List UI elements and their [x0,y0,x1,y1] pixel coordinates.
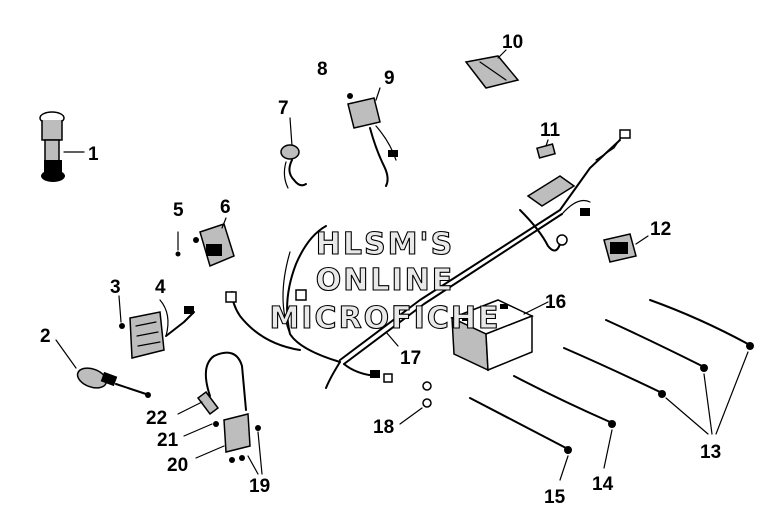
callout-5: 5 [173,200,184,221]
cable-ties [469,299,754,481]
part-18-nuts [399,381,432,425]
callout-labels: 1 2 3 4 5 6 7 8 9 10 11 12 13 14 15 16 1… [40,32,721,508]
callout-11: 11 [540,120,561,141]
part-19-22-ignition-coil [177,351,263,475]
watermark-line-3: MICROFICHE [270,301,501,336]
part-3-4-regulator [118,295,195,359]
callout-17: 17 [400,348,421,369]
callout-9: 9 [384,68,395,89]
part-1-ignition-switch [39,111,85,182]
part-8-9-cdi-unit [347,87,398,187]
callout-21: 21 [157,430,179,451]
part-5-6-relay [175,217,235,268]
part-11-connector [536,139,556,159]
callout-3: 3 [110,277,121,298]
callout-7: 7 [278,98,289,119]
callout-12: 12 [650,219,671,240]
part-17-wire-harness [225,129,631,389]
callout-15: 15 [544,487,566,508]
part-7-socket [280,117,307,189]
part-10-fuse-holder [464,49,520,89]
callout-10: 10 [502,32,523,53]
callout-13: 13 [700,442,721,463]
part-12-switch [603,233,649,263]
watermark: HLSM'S ONLINE MICROFICHE [269,226,501,336]
callout-19: 19 [249,476,270,497]
part-2-sensor [55,339,151,398]
callout-22: 22 [146,408,167,429]
callout-6: 6 [220,197,231,218]
callout-4: 4 [155,277,166,298]
callout-1: 1 [88,144,99,165]
callout-18: 18 [373,417,394,438]
part-16-battery [450,299,549,372]
callout-8: 8 [317,59,328,80]
callout-16: 16 [545,292,566,313]
watermark-line-2: ONLINE [316,263,455,298]
callout-14: 14 [592,474,614,495]
watermark-line-1: HLSM'S [316,227,454,262]
callout-2: 2 [40,326,51,347]
callout-20: 20 [167,455,188,476]
